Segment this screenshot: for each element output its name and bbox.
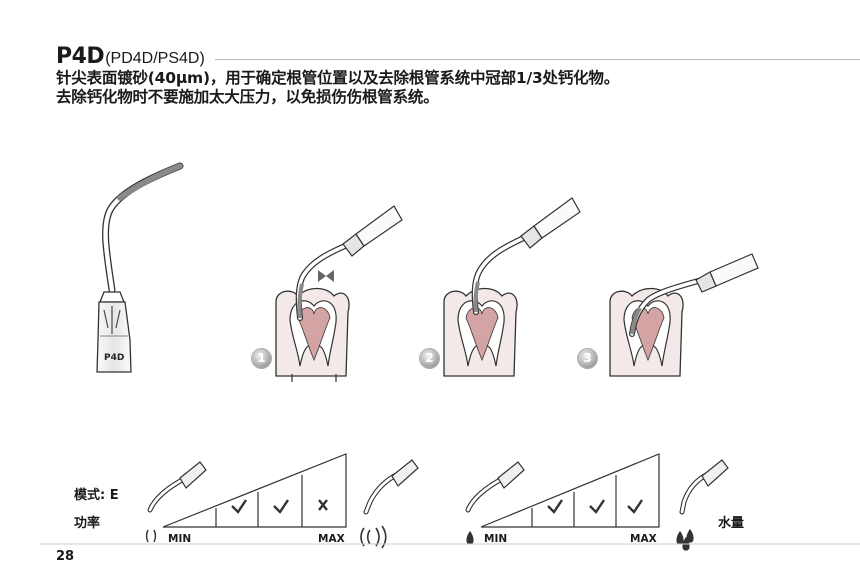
p4d-tip-illustration bbox=[96, 162, 184, 373]
water-max-label: MAX bbox=[630, 533, 657, 545]
water-label: 水量 bbox=[718, 516, 745, 531]
step-3-illustration bbox=[609, 253, 759, 377]
description: 针尖表面镀砂(40μm)，用于确定根管位置以及去除根管系统中冠部1/3处钙化物。… bbox=[56, 69, 619, 107]
description-line-2: 去除钙化物时不要施加太大压力，以免损伤伤根管系统。 bbox=[56, 88, 439, 106]
description-line-1: 针尖表面镀砂(40μm)，用于确定根管位置以及去除根管系统中冠部1/3处钙化物。 bbox=[56, 69, 620, 87]
page-number: 28 bbox=[56, 549, 75, 564]
tip-label: P4D bbox=[104, 353, 124, 363]
title-row: P4D (PD4D/PS4D) bbox=[56, 44, 860, 68]
power-scale bbox=[145, 453, 419, 549]
water-min-label: MIN bbox=[484, 533, 508, 545]
step-2-badge: 2 bbox=[420, 349, 439, 368]
power-label: 功率 bbox=[74, 516, 101, 531]
mode-label: 模式: E bbox=[74, 488, 119, 503]
power-max-label: MAX bbox=[318, 533, 345, 545]
product-title: P4D bbox=[56, 44, 105, 69]
product-variants: (PD4D/PS4D) bbox=[105, 50, 205, 67]
title-divider bbox=[214, 59, 860, 60]
step-3-badge: 3 bbox=[578, 349, 597, 368]
step-1-illustration bbox=[275, 205, 403, 382]
step-2-illustration bbox=[443, 197, 581, 377]
water-scale bbox=[465, 453, 729, 551]
step-1-badge: 1 bbox=[252, 349, 271, 368]
power-min-label: MIN bbox=[168, 533, 192, 545]
